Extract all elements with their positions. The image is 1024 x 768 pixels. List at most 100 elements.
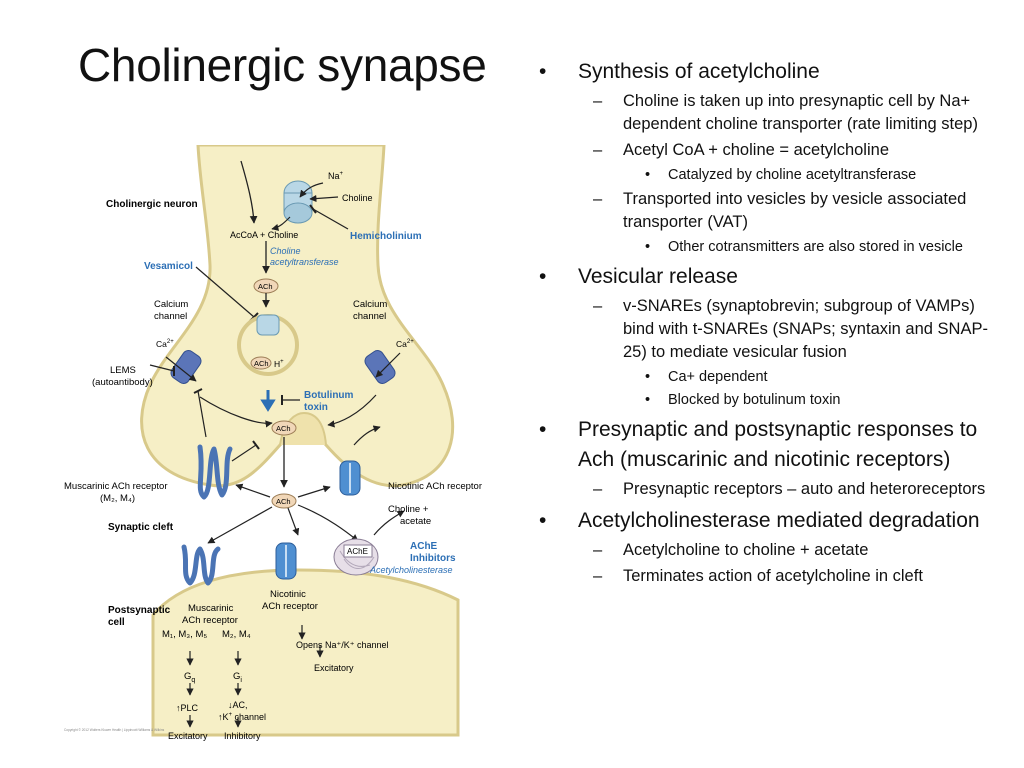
label-nicotinic-pre: Nicotinic ACh receptor <box>388 481 482 492</box>
label-vesamicol: Vesamicol <box>144 261 193 272</box>
bullet-text: Acetyl CoA + choline = acetylcholine <box>623 141 889 159</box>
bullet-text: Vesicular release <box>578 265 738 288</box>
label-ach-cleft: ACh <box>276 497 291 506</box>
vat-transporter <box>256 314 280 336</box>
choline-transporter <box>283 180 313 224</box>
label-ach-cytosol: ACh <box>258 282 273 291</box>
label-choline-acetate-2: acetate <box>400 516 431 527</box>
bullet-marker: – <box>593 190 603 208</box>
label-choline-acetate-1: Choline + <box>388 504 429 515</box>
ach-cleft <box>271 493 297 509</box>
bullet-text: Blocked by botulinum toxin <box>668 392 841 408</box>
label-ca-right: Ca2+ <box>396 339 414 349</box>
nicotinic-receptor-pre <box>339 460 361 496</box>
bullet-marker: – <box>593 141 603 159</box>
bullet-level-2: –Presynaptic receptors – auto and hetero… <box>535 478 1005 501</box>
label-excitatory: Excitatory <box>168 731 208 741</box>
ache-enzyme <box>333 538 379 576</box>
label-muscarinic-post-2: ACh receptor <box>182 615 238 626</box>
bullet-text: Catalyzed by choline acetyltransferase <box>668 167 917 183</box>
bullet-level-2: – Transported into vesicles by vesicle as… <box>535 188 1005 234</box>
bullet-marker: • <box>539 509 547 532</box>
bullet-marker: – <box>593 541 603 559</box>
calcium-channel-right <box>364 350 396 384</box>
bullet-text: Acetylcholine to choline + acetate <box>623 541 869 559</box>
bullet-marker: • <box>539 60 547 83</box>
label-gi: Gi <box>233 671 242 684</box>
label-ca-left: Ca2+ <box>156 339 174 349</box>
label-choline: Choline <box>342 193 373 203</box>
bullet-marker: • <box>539 418 547 441</box>
calcium-channel-left <box>170 350 202 384</box>
bullet-level-2: – v-SNAREs (synaptobrevin; subgroup of VA… <box>535 295 1005 364</box>
bullet-level-1: • Vesicular release <box>535 262 1005 292</box>
ach-vesicle <box>250 356 272 370</box>
bullet-level-2: – Acetyl CoA + choline = acetylcholine <box>535 139 1005 162</box>
label-ache: AChE <box>347 547 368 556</box>
bullet-text: Transported into vesicles by vesicle ass… <box>623 190 967 231</box>
label-lems-2: (autoantibody) <box>92 377 153 388</box>
nicotinic-receptor-post <box>275 542 297 580</box>
label-excitatory-post: Excitatory <box>314 663 354 673</box>
label-botulinum-1: Botulinum <box>304 390 354 401</box>
label-postsynaptic-2: cell <box>108 617 125 628</box>
bullet-marker: – <box>593 567 603 585</box>
bullet-level-1: • Acetylcholinesterase mediated degradati… <box>535 506 1005 536</box>
ach-release <box>271 420 297 436</box>
label-na: Na+ <box>328 171 344 181</box>
label-synaptic-cleft: Synaptic cleft <box>108 522 174 533</box>
bullet-text: Synthesis of acetylcholine <box>578 60 820 83</box>
bullet-text: Other cotransmitters are also stored in … <box>668 239 963 255</box>
bullet-marker: – <box>593 92 603 110</box>
bullet-marker: • <box>645 392 651 408</box>
bullet-marker: – <box>593 297 603 315</box>
bullet-level-3: • Other cotransmitters are also stored in… <box>535 237 1005 257</box>
bullet-level-2: – Terminates action of acetylcholine in c… <box>535 565 1005 588</box>
muscarinic-receptor-post <box>181 544 221 586</box>
label-calcium-left-1: Calcium <box>154 299 188 310</box>
label-inhibitory: Inhibitory <box>224 731 261 741</box>
label-m24: M₂, M₄ <box>222 629 251 640</box>
bullet-text: Choline is taken up into presynaptic cel… <box>623 92 978 133</box>
label-calcium-right-1: Calcium <box>353 299 387 310</box>
bullet-marker: • <box>645 239 651 255</box>
label-ach-vesicle: ACh <box>254 359 269 368</box>
cholinergic-synapse-diagram: Cholinergic neuron Na+ Choline Hemicholi… <box>64 145 482 741</box>
bullet-level-3: •Ca+ dependent <box>535 367 1005 387</box>
label-h: H+ <box>274 359 284 369</box>
label-calcium-right-2: channel <box>353 311 386 322</box>
bullet-text: Presynaptic receptors – auto and heteror… <box>623 480 986 498</box>
bullet-text: Presynaptic and postsynaptic responses t… <box>578 418 978 471</box>
bullet-level-1: • Synthesis of acetylcholine <box>535 57 1005 87</box>
label-hemicholinium: Hemicholinium <box>350 231 422 242</box>
label-opens-channel: Opens Na⁺/K⁺ channel <box>296 640 389 650</box>
label-gq: Gq <box>184 671 195 684</box>
label-botulinum-2: toxin <box>304 402 328 413</box>
botulinum-arrow <box>260 390 276 412</box>
bullet-text: Terminates action of acetylcholine in cl… <box>623 567 923 585</box>
slide-title: Cholinergic synapse <box>78 39 487 91</box>
bullet-level-1: • Presynaptic and postsynaptic responses … <box>535 415 1005 475</box>
label-m135: M₁, M₃, M₅ <box>162 629 207 640</box>
bullet-marker: • <box>539 265 547 288</box>
postsynaptic-cell <box>151 568 460 737</box>
label-ach-release: ACh <box>276 424 291 433</box>
bullet-text: v-SNAREs (synaptobrevin; subgroup of VAM… <box>623 297 988 361</box>
bullet-level-2: – Choline is taken up into presynaptic ce… <box>535 90 1005 136</box>
bullet-list: • Synthesis of acetylcholine – Choline is t… <box>535 52 1005 588</box>
label-chat-1: Choline <box>270 246 301 256</box>
bullet-text: Ca+ dependent <box>668 369 768 385</box>
label-accoa-choline: AcCoA + Choline <box>230 230 298 240</box>
bullet-level-3: • Blocked by botulinum toxin <box>535 390 1005 410</box>
bullet-text: Acetylcholinesterase mediated degradatio… <box>578 509 980 532</box>
label-ac: ↓AC, <box>228 700 248 710</box>
bullet-marker: • <box>645 167 651 183</box>
label-cholinergic-neuron: Cholinergic neuron <box>106 199 198 210</box>
label-k-channel: ↑K+ channel <box>218 712 266 722</box>
label-calcium-left-2: channel <box>154 311 187 322</box>
label-acetylcholinesterase: Acetylcholinesterase <box>369 565 453 575</box>
label-muscarinic-pre-1: Muscarinic ACh receptor <box>64 481 167 492</box>
label-chat-2: acetyltransferase <box>270 257 339 267</box>
label-copyright: Copyright © 2012 Wolters Kluwer Health |… <box>64 728 165 732</box>
muscarinic-receptor-pre <box>197 444 233 500</box>
